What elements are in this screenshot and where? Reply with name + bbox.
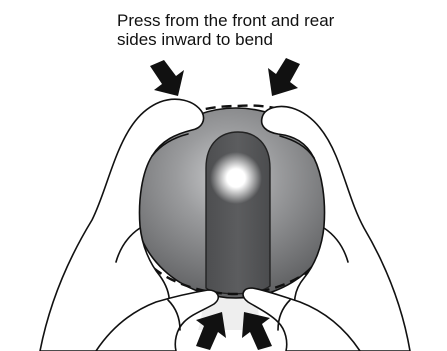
- arrow-down-left-icon: [268, 58, 300, 96]
- arrow-up-left-icon: [242, 312, 272, 350]
- arrow-down-right-icon: [150, 60, 184, 96]
- arrow-up-right-icon: [196, 312, 226, 350]
